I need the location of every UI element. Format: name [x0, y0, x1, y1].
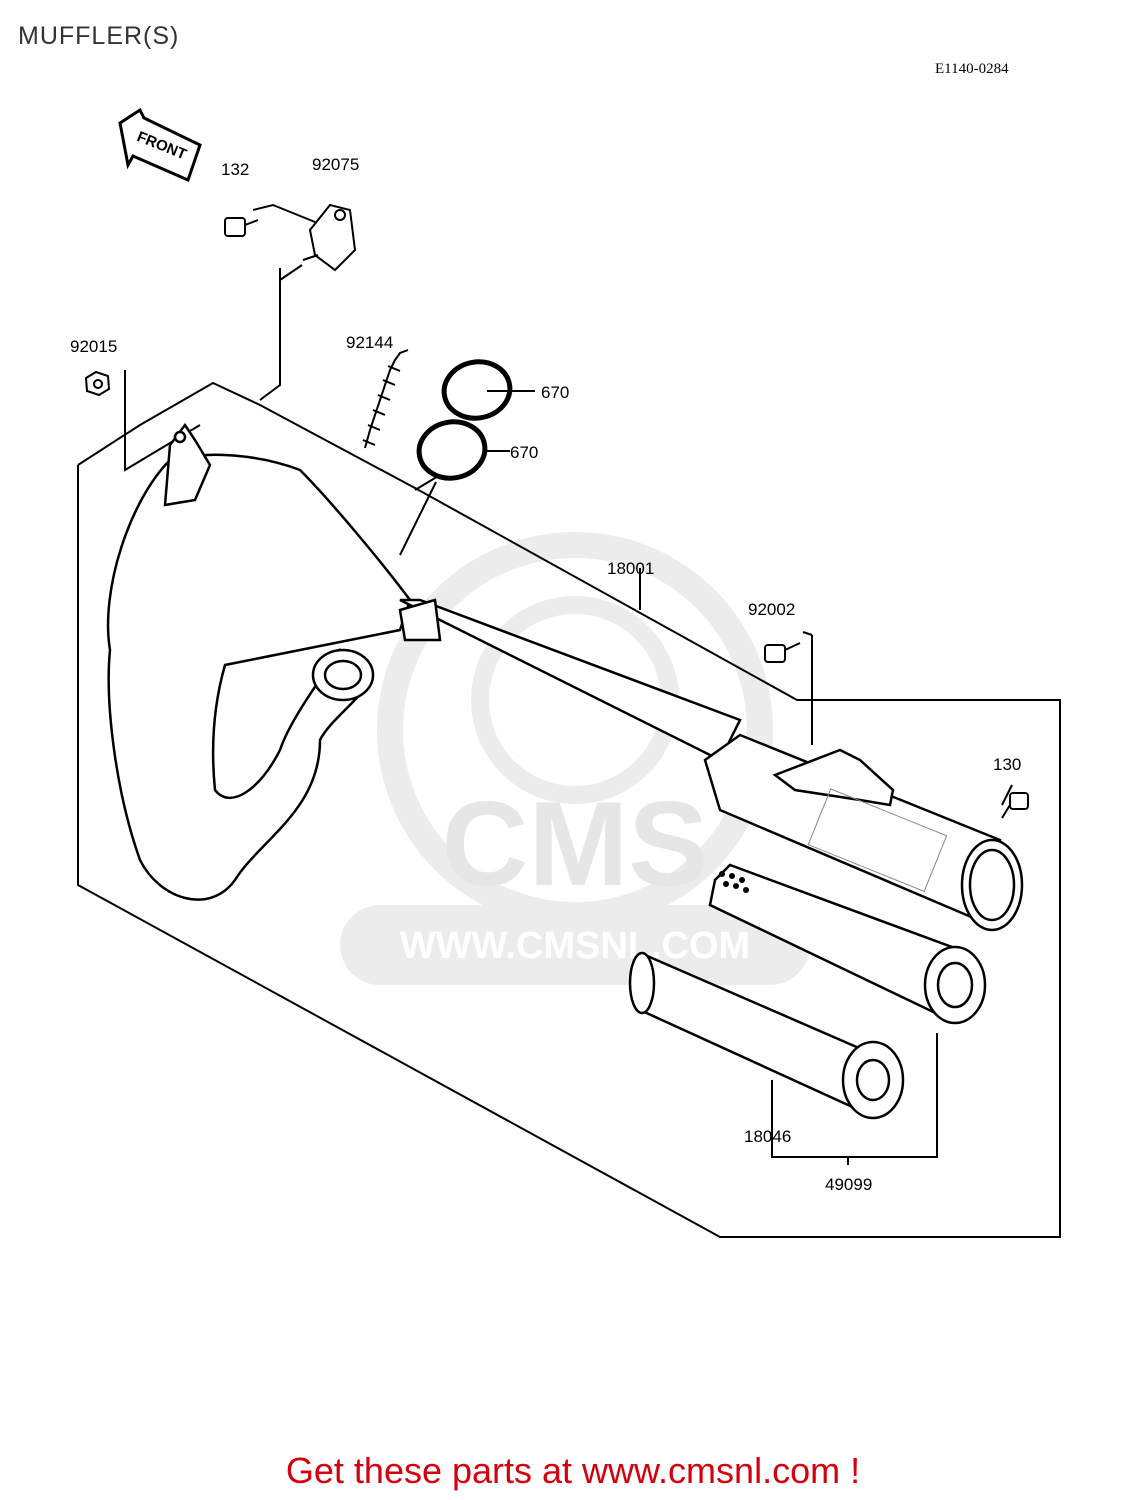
cmsnl-watermark: CMS WWW.CMSNL.COM — [340, 532, 810, 985]
gasket-670-upper-icon — [441, 359, 513, 421]
part-label-18001: 18001 — [607, 559, 654, 578]
part-label-132: 132 — [221, 160, 249, 179]
part-label-18046: 18046 — [744, 1127, 791, 1146]
get-parts-link-text[interactable]: Get these parts at www.cmsnl.com ! — [285, 1450, 861, 1491]
part-number-labels: 132 92075 92015 92144 670 670 18001 9200… — [70, 155, 1021, 1194]
assembly-outline — [77, 203, 1061, 1238]
nut-92015-icon — [84, 370, 111, 397]
part-label-92015: 92015 — [70, 337, 117, 356]
bracket-92075-icon — [302, 203, 357, 272]
part-label-92144: 92144 — [346, 333, 393, 352]
bolt-132-icon — [224, 217, 259, 237]
watermark-brand: CMS — [442, 777, 709, 911]
bolt-130-icon — [1001, 792, 1029, 819]
front-direction-arrow: FRONT — [118, 107, 202, 183]
part-label-92002: 92002 — [748, 600, 795, 619]
gasket-670-lower-icon — [416, 419, 488, 481]
packing-18046-icon — [628, 951, 905, 1120]
part-label-670-upper: 670 — [541, 383, 569, 402]
silencer-body-icon — [703, 733, 1024, 932]
inner-pipe-49099-icon — [708, 863, 987, 1025]
get-parts-link[interactable]: Get these parts at www.cmsnl.com ! — [0, 1450, 1146, 1492]
part-label-130: 130 — [993, 755, 1021, 774]
expansion-chamber-18001-icon — [106, 422, 742, 901]
watermark-url: WWW.CMSNL.COM — [400, 925, 750, 967]
exploded-parts-diagram: CMS WWW.CMSNL.COM FRONT — [70, 107, 1061, 1238]
page-title: MUFFLER(S) — [18, 22, 180, 50]
part-label-670-lower: 670 — [510, 443, 538, 462]
part-label-92075: 92075 — [312, 155, 359, 174]
part-label-49099: 49099 — [825, 1175, 872, 1194]
diagram-reference-code: E1140-0284 — [935, 61, 1009, 77]
bolt-92002-icon — [764, 642, 801, 663]
spring-92144-icon — [362, 349, 409, 449]
